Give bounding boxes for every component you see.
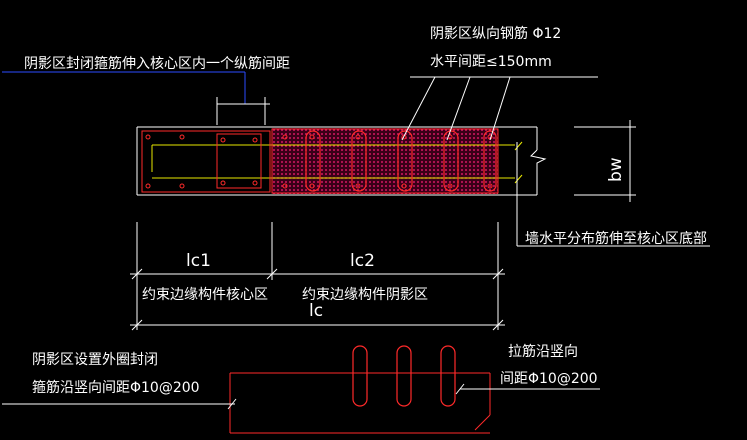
- stirrups: [141, 128, 499, 194]
- top-right-leaders: [401, 76, 598, 141]
- note-top-right-2: 水平间距≤150mm: [430, 54, 552, 70]
- note-bottom-right-2: 间距Φ10@200: [500, 371, 598, 387]
- note-right-side: 墙水平分布筋伸至核心区底部: [525, 230, 707, 247]
- horizontal-dimensions: [130, 222, 505, 331]
- shadow-zone-hatch: [272, 128, 498, 194]
- right-side-leader: [516, 142, 710, 247]
- note-bottom-right-1: 拉筋沿竖向: [508, 343, 578, 360]
- longitudinal-bars: [145, 134, 493, 189]
- tie-loops: [305, 130, 497, 192]
- note-top-right-1: 阴影区纵向钢筋 Φ12: [430, 25, 561, 42]
- bottom-detail-stirrup: [229, 372, 491, 434]
- zone-shadow-label: 约束边缘构件阴影区: [302, 287, 428, 303]
- top-left-dim-ticks: [216, 97, 270, 125]
- dim-bw: bw: [606, 157, 626, 182]
- dim-lc2: lc2: [350, 251, 375, 271]
- top-left-leader: [2, 71, 246, 104]
- bw-dimension: [574, 120, 636, 202]
- distribution-bars: [151, 141, 523, 184]
- note-bottom-left-1: 阴影区设置外圈封闭: [32, 352, 158, 368]
- bottom-leaders: [2, 383, 600, 410]
- dim-lc1: lc1: [186, 251, 211, 271]
- note-top-left: 阴影区封闭箍筋伸入核心区内一个纵筋间距: [24, 55, 290, 72]
- zone-core-label: 约束边缘构件核心区: [142, 287, 268, 303]
- dim-lc: lc: [309, 301, 323, 321]
- note-bottom-left-2: 箍筋沿竖向间距Φ10@200: [32, 379, 200, 396]
- wall-outline: [136, 126, 547, 196]
- bottom-detail-ties: [352, 345, 456, 407]
